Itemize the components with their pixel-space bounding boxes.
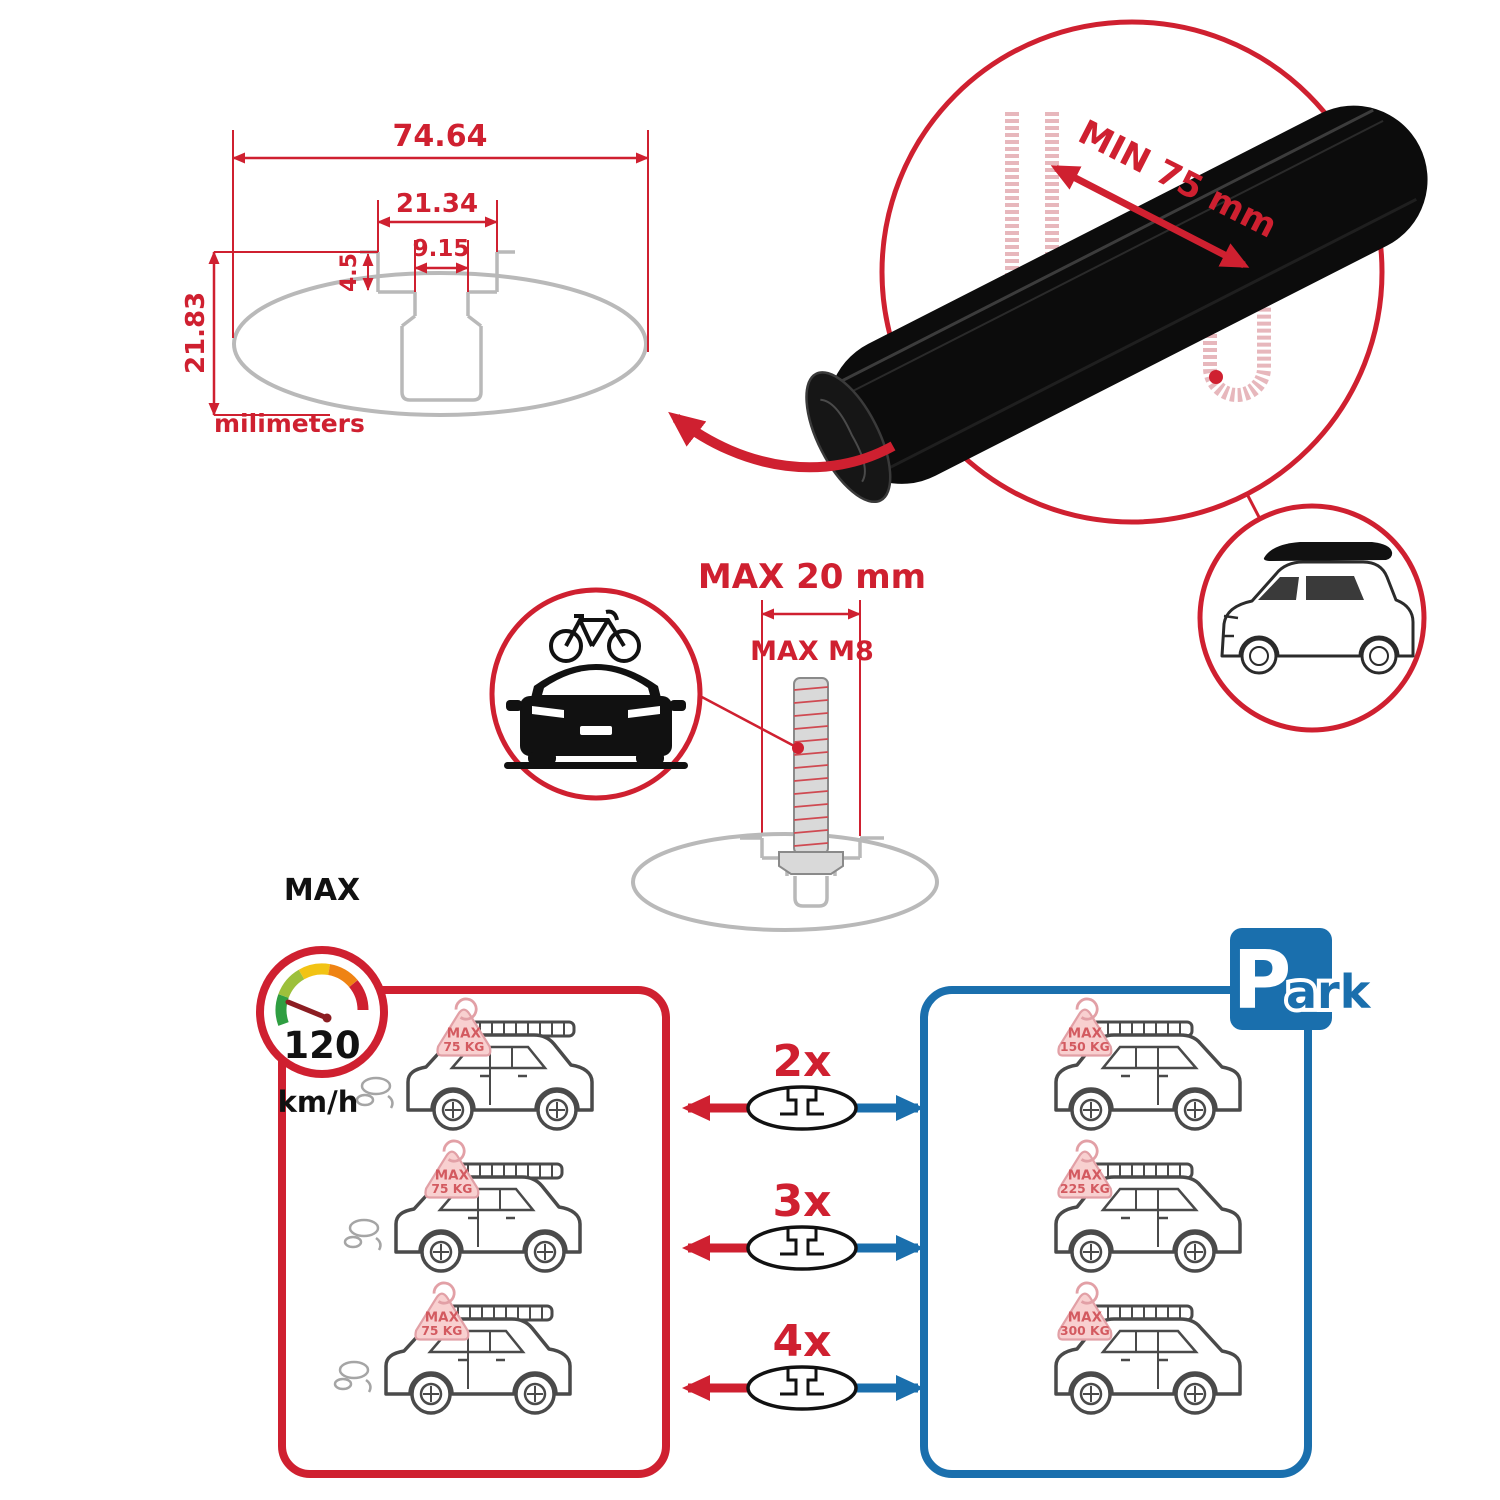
max-slot-label: MAX 20 mm (698, 557, 926, 597)
ground-line (504, 762, 688, 769)
multiplier-label-2x: 2x (773, 1036, 832, 1087)
dim-reference-lines-height (214, 251, 378, 416)
suv-roofbox-icon (1220, 542, 1415, 675)
svg-text:300 KG: 300 KG (1060, 1324, 1110, 1338)
speed-max-label: MAX (284, 873, 360, 908)
gauge-pivot (322, 1013, 332, 1023)
clamp-pointer-dot (1209, 370, 1223, 384)
svg-text:225 KG: 225 KG (1060, 1182, 1110, 1196)
crossbar-ellipse-icon-row3 (746, 1365, 858, 1411)
detail-to-diagram-arrow (668, 411, 896, 473)
park-sign-letter: P (1233, 934, 1292, 1027)
unit-label: milimeters (214, 409, 365, 438)
speed-value: 120 (283, 1024, 360, 1067)
dim-label-total-height: 21.83 (181, 292, 211, 374)
svg-text:MAX: MAX (1068, 1169, 1103, 1184)
windshield (542, 670, 650, 695)
crossbar-detail-circle: MIN 75 mm (668, 19, 1428, 525)
svg-text:MAX: MAX (1068, 1027, 1103, 1042)
dim-label-total-width: 74.64 (393, 119, 488, 154)
multiplier-label-3x: 3x (773, 1176, 832, 1227)
park-sign-suffix: ark (1286, 965, 1372, 1019)
svg-text:150 KG: 150 KG (1060, 1040, 1110, 1054)
speed-limit-gauge: MAX 120 km/h (256, 873, 388, 1119)
driving-panel: MAX 75 KG MAX 75 KG MAX 75 KG (278, 986, 670, 1478)
dim-extension-lines-total (232, 130, 649, 352)
suv-roofbox-circle (1197, 503, 1427, 733)
detail-to-suv-connector (1245, 493, 1262, 520)
suv-windows (1258, 576, 1364, 600)
profile-dimension-diagram: 74.64 21.34 9.15 4.5 21.83 milimeters (181, 119, 649, 438)
driving-car-2-badge: MAX 75 KG (424, 1139, 480, 1199)
driving-car-3-badge: MAX 75 KG (414, 1281, 470, 1341)
min-span-arrow (1050, 164, 1250, 269)
parking-car-2-badge: MAX 225 KG (1057, 1139, 1113, 1199)
park-sign: ark P (1230, 928, 1376, 1030)
gauge-arc (275, 963, 369, 1026)
multiplier-rows: 2x 3x 4x (682, 1036, 924, 1411)
crossbar-ellipse-icon-row2 (746, 1225, 858, 1271)
parking-car-1-badge: MAX 150 KG (1057, 997, 1113, 1057)
suv-body (1220, 560, 1415, 658)
bolt-diagram: MAX 20 mm MAX M8 (631, 557, 939, 932)
svg-text:MAX: MAX (425, 1311, 460, 1326)
bar-profile-ellipse (232, 271, 648, 417)
parking-panel: MAX 150 KG MAX 225 KG MAX 300 KG ark P (920, 928, 1376, 1478)
bolt-threads (793, 686, 829, 847)
t-bolt-icon (778, 677, 844, 875)
bolt-t-head (778, 851, 844, 875)
car-front-icon (504, 664, 688, 769)
headlights (532, 706, 660, 718)
license-plate (580, 726, 612, 735)
svg-text:MAX: MAX (1068, 1311, 1103, 1326)
driving-car-1-badge: MAX 75 KG (436, 997, 492, 1057)
dim-label-lip-depth: 4.5 (337, 253, 362, 292)
bolt-leader-line (699, 694, 799, 750)
gauge-needle (285, 999, 330, 1021)
roof-box (1263, 542, 1393, 561)
parking-car-3-badge: MAX 300 KG (1057, 1281, 1113, 1341)
svg-text:MAX: MAX (435, 1169, 470, 1184)
svg-text:75 KG: 75 KG (443, 1040, 484, 1054)
dim-label-slot-width: 9.15 (413, 236, 470, 262)
crossbar-ellipse-icon-row1 (746, 1085, 858, 1131)
bike-icon (549, 609, 641, 663)
multiplier-label-4x: 4x (773, 1316, 832, 1367)
svg-text:75 KG: 75 KG (421, 1324, 462, 1338)
bolt-profile-ellipse (631, 832, 939, 932)
svg-text:75 KG: 75 KG (431, 1182, 472, 1196)
dim-label-opening-width: 21.34 (396, 189, 478, 219)
crossbar-end-cap (805, 371, 892, 504)
svg-text:MAX: MAX (447, 1027, 482, 1042)
car-bike-circle (489, 587, 703, 801)
bolt-pointer-dot (792, 742, 804, 754)
max-bolt-label: MAX M8 (750, 636, 874, 667)
park-sign-square (1230, 928, 1332, 1030)
bolt-dim-extensions (761, 600, 861, 836)
speed-unit: km/h (278, 1085, 359, 1119)
